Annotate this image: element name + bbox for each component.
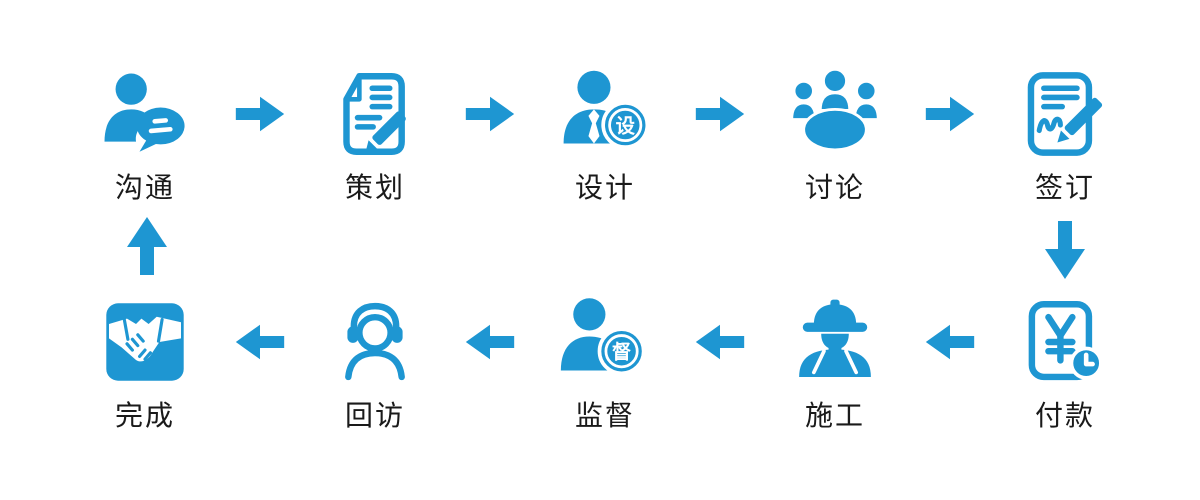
- planning-icon: [329, 66, 421, 162]
- step-label: 施工: [804, 400, 865, 431]
- supervision-badge-character: 督: [612, 341, 631, 364]
- step-label: 完成: [114, 400, 175, 431]
- flow-row-top: 沟通: [0, 66, 1140, 204]
- right-arrow-icon: [220, 66, 300, 162]
- step-label: 监督: [574, 400, 635, 431]
- step-label: 策划: [344, 172, 405, 203]
- design-badge-character: 设: [616, 115, 636, 137]
- payment-icon: [1019, 294, 1111, 390]
- step-label: 回访: [344, 400, 405, 431]
- step-signing: 签订: [990, 66, 1140, 204]
- step-label: 讨论: [804, 172, 865, 203]
- right-arrow-icon: [680, 66, 760, 162]
- left-arrow-icon: [680, 294, 760, 390]
- contract-signing-icon: [1019, 66, 1111, 162]
- headset-icon: [329, 294, 421, 390]
- discussion-icon: [789, 66, 881, 162]
- step-follow-up: 回访: [300, 294, 450, 432]
- up-arrow-icon: [122, 215, 172, 282]
- step-communication: 沟通: [70, 66, 220, 204]
- down-arrow-icon: [1040, 219, 1090, 286]
- step-label: 签订: [1034, 172, 1095, 203]
- right-arrow-icon: [910, 66, 990, 162]
- right-arrow-icon: [450, 66, 530, 162]
- construction-worker-icon: [789, 294, 881, 390]
- left-arrow-icon: [450, 294, 530, 390]
- step-design: 设 设计: [530, 66, 680, 204]
- communication-icon: [99, 66, 191, 162]
- flow-row-bottom: 完成 回访: [0, 294, 1140, 432]
- step-discussion: 讨论: [760, 66, 910, 204]
- step-planning: 策划: [300, 66, 450, 204]
- step-label: 沟通: [114, 172, 175, 203]
- step-construction: 施工: [760, 294, 910, 432]
- step-label: 付款: [1034, 400, 1095, 431]
- designer-icon: 设: [559, 66, 651, 162]
- step-supervision: 督 监督: [530, 294, 680, 432]
- step-complete: 完成: [70, 294, 220, 432]
- step-label: 设计: [574, 172, 635, 203]
- left-arrow-icon: [910, 294, 990, 390]
- step-payment: 付款: [990, 294, 1140, 432]
- supervisor-icon: 督: [559, 294, 651, 390]
- left-arrow-icon: [220, 294, 300, 390]
- handshake-icon: [100, 294, 190, 390]
